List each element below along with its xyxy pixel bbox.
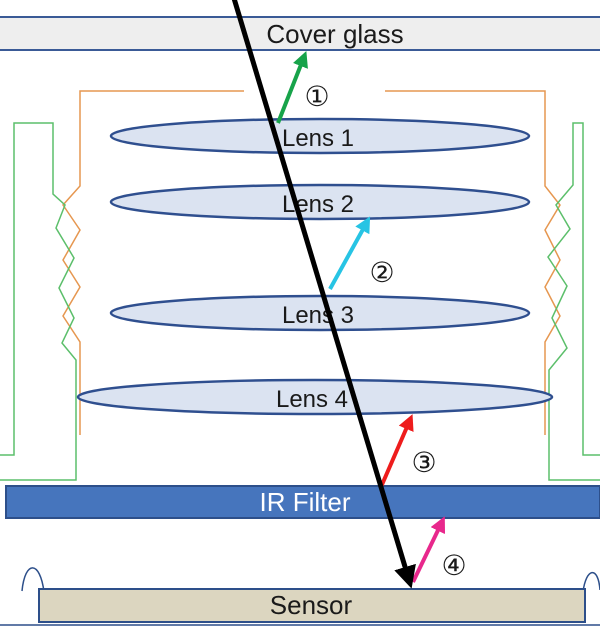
incident-light-ray <box>231 0 416 589</box>
bond-wire-right <box>582 571 600 593</box>
lens-4 <box>76 378 554 416</box>
lens-2 <box>109 183 531 221</box>
reflection-arrow-3 <box>379 414 414 488</box>
reflection-arrow-1 <box>276 51 308 124</box>
lens-4-label: Lens 4 <box>276 386 348 413</box>
sensor <box>38 588 586 623</box>
marker-2: ② <box>369 256 394 289</box>
marker-1: ① <box>304 80 329 113</box>
cover-glass <box>0 16 600 51</box>
lens-3 <box>109 294 531 332</box>
cover-glass-label: Cover glass <box>266 19 403 49</box>
housing <box>0 122 600 481</box>
ir-filter-label: IR Filter <box>260 487 351 517</box>
lens-barrel <box>62 90 561 435</box>
housing-left-wall <box>0 122 77 481</box>
lens-barrel-right-wall <box>385 90 561 435</box>
reflection-arrow-4 <box>411 516 446 583</box>
housing-right-wall <box>547 122 600 481</box>
bond-wire-left <box>21 567 45 593</box>
lens-3-label: Lens 3 <box>282 302 354 329</box>
ir-filter <box>5 485 600 519</box>
sensor-label: Sensor <box>270 590 353 620</box>
marker-4: ④ <box>441 549 466 582</box>
lens-1-label: Lens 1 <box>282 125 354 152</box>
sensor-bond-wires <box>21 567 600 593</box>
marker-3: ③ <box>411 446 436 479</box>
reflection-arrow-2 <box>328 216 371 290</box>
lens-1 <box>109 117 531 155</box>
lens-barrel-left-wall <box>62 90 244 435</box>
lenses <box>76 117 554 416</box>
